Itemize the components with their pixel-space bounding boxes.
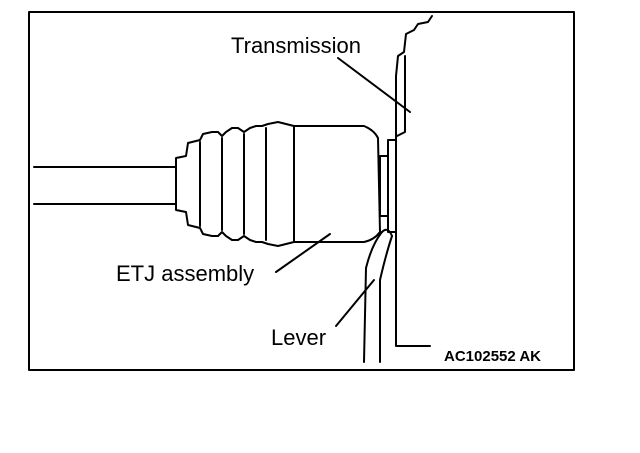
joint-neck bbox=[379, 139, 397, 233]
diagram-frame bbox=[28, 11, 575, 371]
transmission-leader-line bbox=[337, 57, 411, 113]
etj-housing bbox=[293, 125, 381, 243]
lever-label: Lever bbox=[271, 325, 326, 350]
etj-assembly-label: ETJ assembly bbox=[116, 261, 254, 286]
transmission-label: Transmission bbox=[231, 33, 361, 58]
lever bbox=[363, 228, 393, 363]
lever-leader-line bbox=[335, 279, 375, 327]
figure-code: AC102552 AK bbox=[444, 348, 541, 365]
transmission-case bbox=[395, 15, 433, 347]
drive-shaft bbox=[33, 166, 177, 205]
etj-boot bbox=[175, 121, 295, 247]
boot-fold-lines bbox=[199, 127, 267, 241]
etj-leader-line bbox=[275, 233, 331, 273]
transmission-case-inner bbox=[396, 55, 406, 137]
